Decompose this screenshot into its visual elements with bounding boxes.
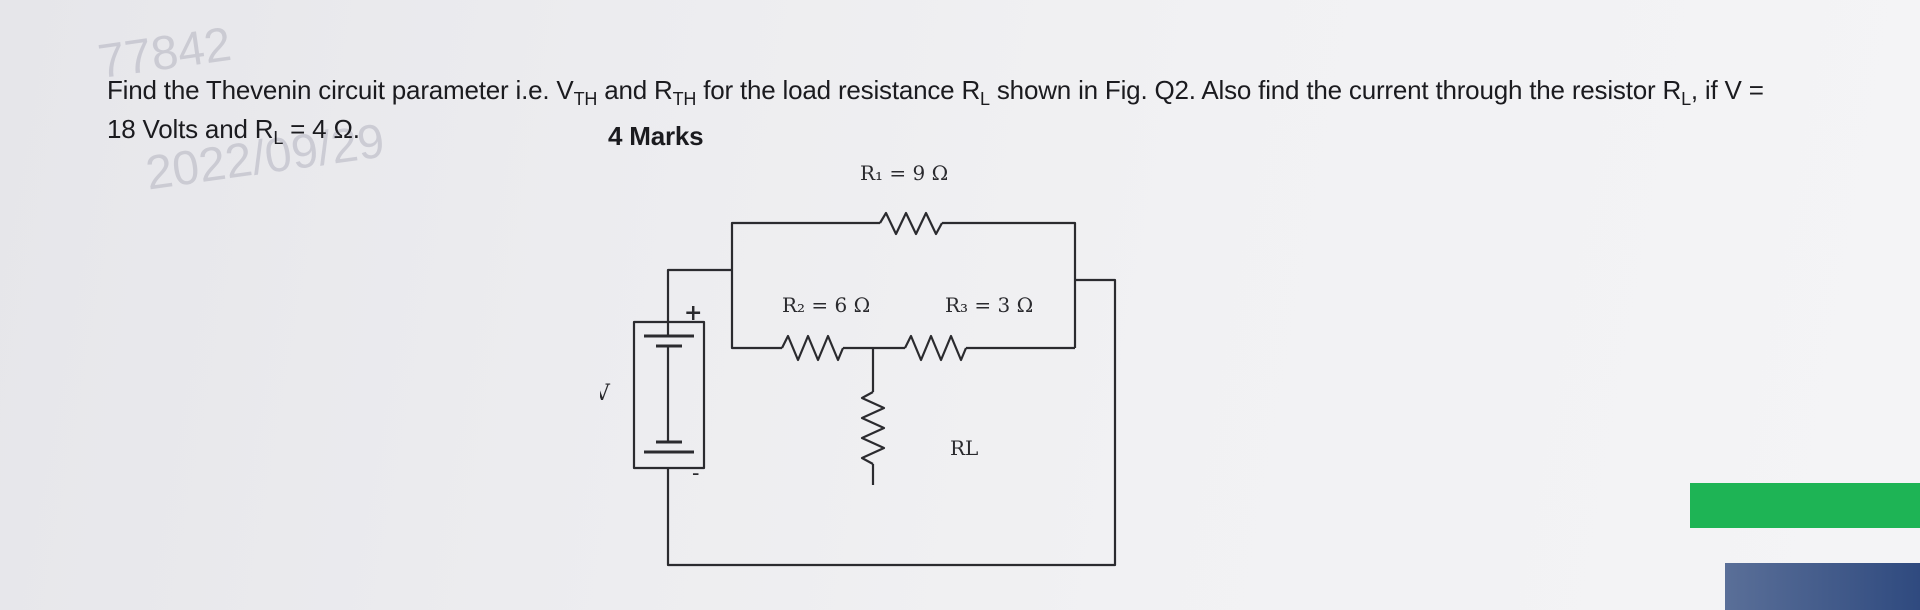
- question-part: Find the Thevenin circuit parameter i.e.…: [107, 75, 574, 105]
- wire-r1-right: [942, 221, 1077, 348]
- marks-label: 4 Marks: [608, 121, 704, 151]
- minus-sign: -: [692, 461, 699, 486]
- green-bar: [1690, 483, 1920, 528]
- subscript: TH: [573, 89, 598, 110]
- wire-left-junction: [730, 270, 782, 350]
- question-part: 18 Volts and R: [107, 114, 274, 145]
- resistor-r3: [904, 334, 968, 362]
- question-part: , if V =: [1690, 75, 1764, 105]
- question-part: and R: [597, 75, 673, 105]
- wire-r1-left: [730, 221, 880, 270]
- plus-sign: +: [684, 300, 702, 326]
- circuit-diagram: R₁ = 9 Ω R₂ = 6 Ω R₃ = 3 Ω RL V + -: [600, 161, 1117, 567]
- question-part: shown in Fig. Q2. Also find the current …: [989, 75, 1682, 105]
- subscript: TH: [672, 89, 697, 110]
- r2-label: R₂ = 6 Ω: [782, 293, 870, 317]
- resistor-r1: [879, 211, 943, 236]
- wire-right-outer: [666, 278, 1117, 567]
- question-part: = 4 Ω.: [283, 114, 360, 145]
- r3-label: R₃ = 3 Ω: [945, 293, 1033, 317]
- resistor-rl: [860, 391, 886, 465]
- rl-label: RL: [950, 436, 978, 460]
- question-part: for the load resistance R: [696, 75, 981, 105]
- dark-bar: [1725, 563, 1920, 610]
- subscript: L: [273, 128, 284, 149]
- wire-battery-top: [666, 268, 732, 286]
- question-text: Find the Thevenin circuit parameter i.e.…: [107, 75, 1907, 153]
- r1-label: R₁ = 9 Ω: [860, 161, 948, 185]
- voltage-label: V: [600, 381, 611, 406]
- resistor-r2: [781, 334, 845, 362]
- subscript: L: [980, 89, 990, 110]
- subscript: L: [1681, 89, 1691, 110]
